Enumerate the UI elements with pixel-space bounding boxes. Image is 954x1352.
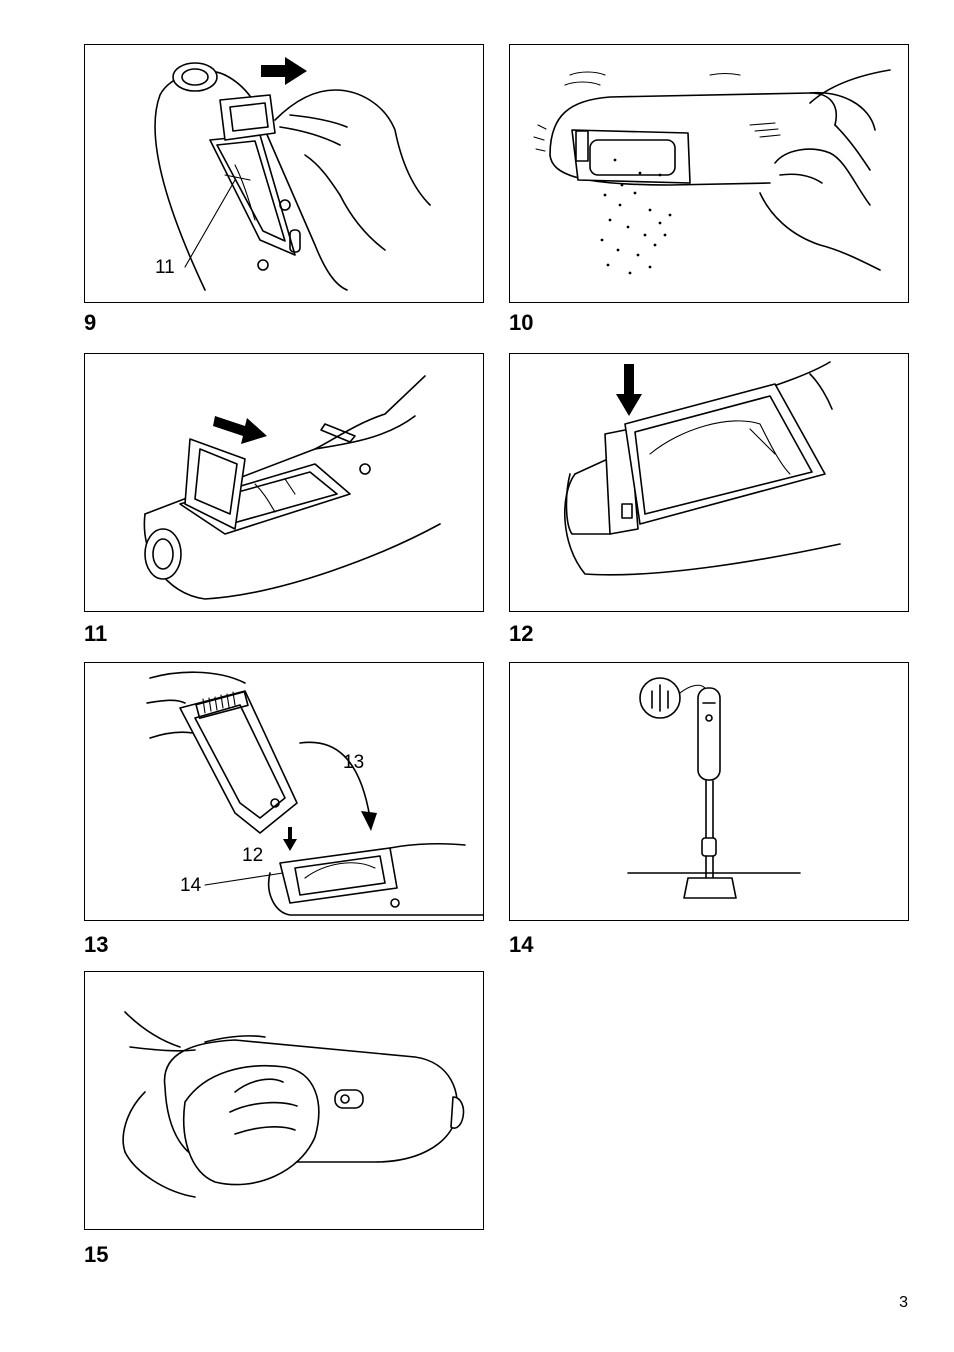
figure-13-illustration: 13 12 14	[84, 662, 484, 921]
figure-10-number: 10	[509, 310, 533, 336]
figure-9-callout-11: 11	[155, 257, 175, 278]
figure-9-number: 9	[84, 310, 96, 336]
figure-13-drawing: 13 12 14	[85, 663, 483, 920]
figure-11-number: 11	[84, 621, 107, 647]
figure-14-drawing	[510, 663, 908, 920]
figure-14-illustration	[509, 662, 909, 921]
figure-10-drawing	[510, 45, 908, 302]
figure-12-drawing	[510, 354, 908, 611]
figure-15-number: 15	[84, 1242, 108, 1268]
figure-10-illustration	[509, 44, 909, 303]
figure-15-illustration	[84, 971, 484, 1230]
figure-13-callout-14: 14	[180, 875, 202, 896]
page-number: 3	[899, 1294, 908, 1312]
figure-9-drawing: 11	[85, 45, 483, 302]
figure-13-callout-12: 12	[242, 845, 263, 866]
figure-11-illustration	[84, 353, 484, 612]
figure-13-number: 13	[84, 932, 108, 958]
figure-13-callout-13: 13	[343, 752, 364, 773]
figure-11-drawing	[85, 354, 483, 611]
figure-12-number: 12	[509, 621, 533, 647]
figure-15-drawing	[85, 972, 483, 1229]
figure-12-illustration	[509, 353, 909, 612]
figure-14-number: 14	[509, 932, 533, 958]
figure-9-illustration: 11	[84, 44, 484, 303]
